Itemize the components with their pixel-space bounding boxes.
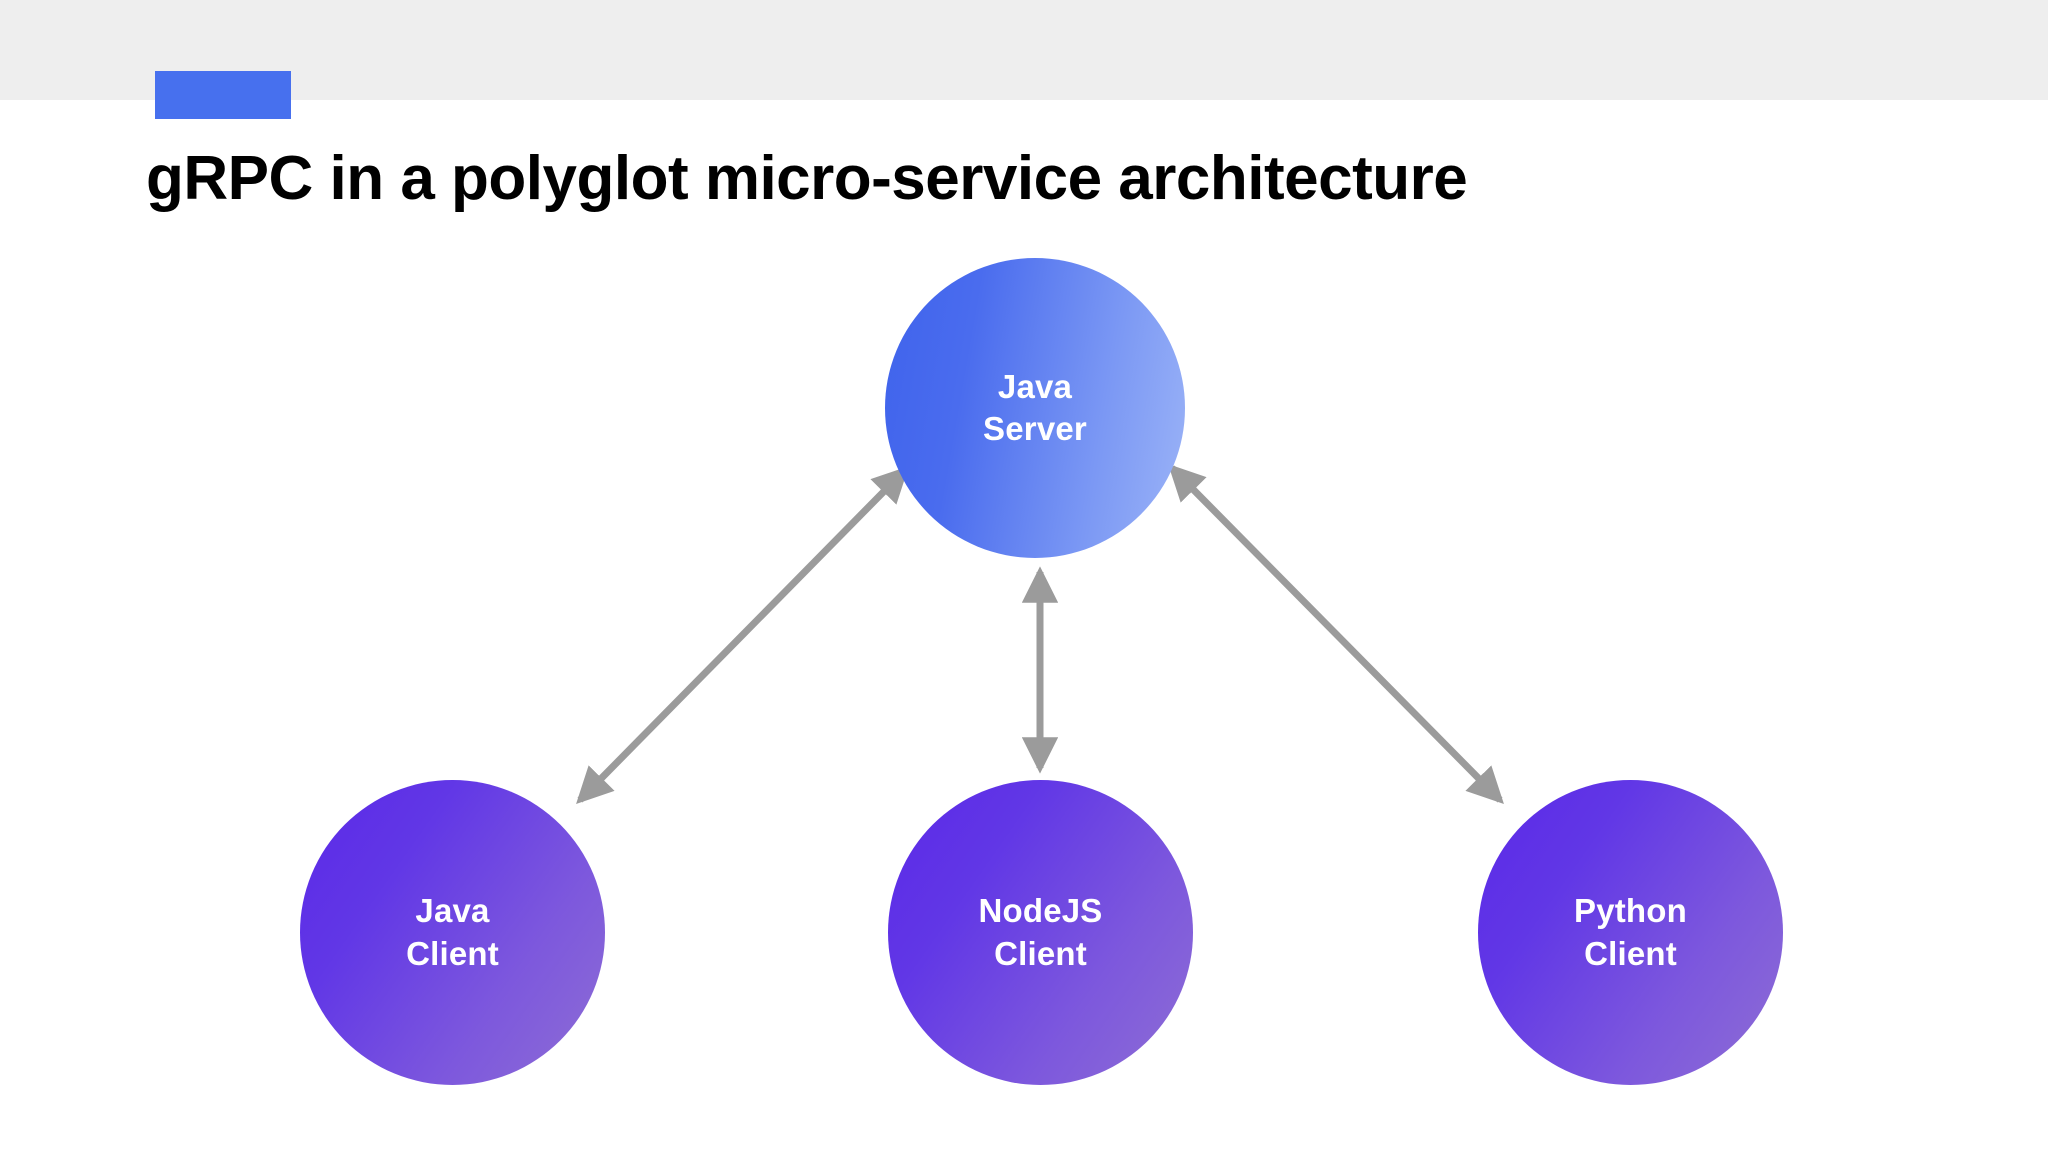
node-nodejs-client-line2: Client	[994, 934, 1087, 972]
node-python-client-line1: Python	[1573, 892, 1688, 930]
node-java-server[interactable]: Java Server	[885, 258, 1185, 558]
node-nodejs-client[interactable]: NodeJS Client	[888, 780, 1193, 1085]
node-java-client[interactable]: Java Client	[300, 780, 605, 1085]
node-nodejs-client-line1: NodeJS	[978, 892, 1103, 930]
header-strip	[0, 0, 2048, 100]
node-java-server-line2: Server	[983, 410, 1087, 447]
node-python-client-line2: Client	[1584, 934, 1677, 972]
accent-bar	[155, 71, 291, 119]
edge-java-client	[576, 466, 909, 804]
edge-python-client	[1168, 464, 1504, 804]
page-title: gRPC in a polyglot micro-service archite…	[146, 144, 1468, 213]
node-python-client[interactable]: Python Client	[1478, 780, 1783, 1085]
node-java-server-line1: Java	[997, 367, 1073, 405]
node-java-client-line1: Java	[415, 892, 490, 930]
node-java-client-line2: Client	[406, 934, 499, 972]
